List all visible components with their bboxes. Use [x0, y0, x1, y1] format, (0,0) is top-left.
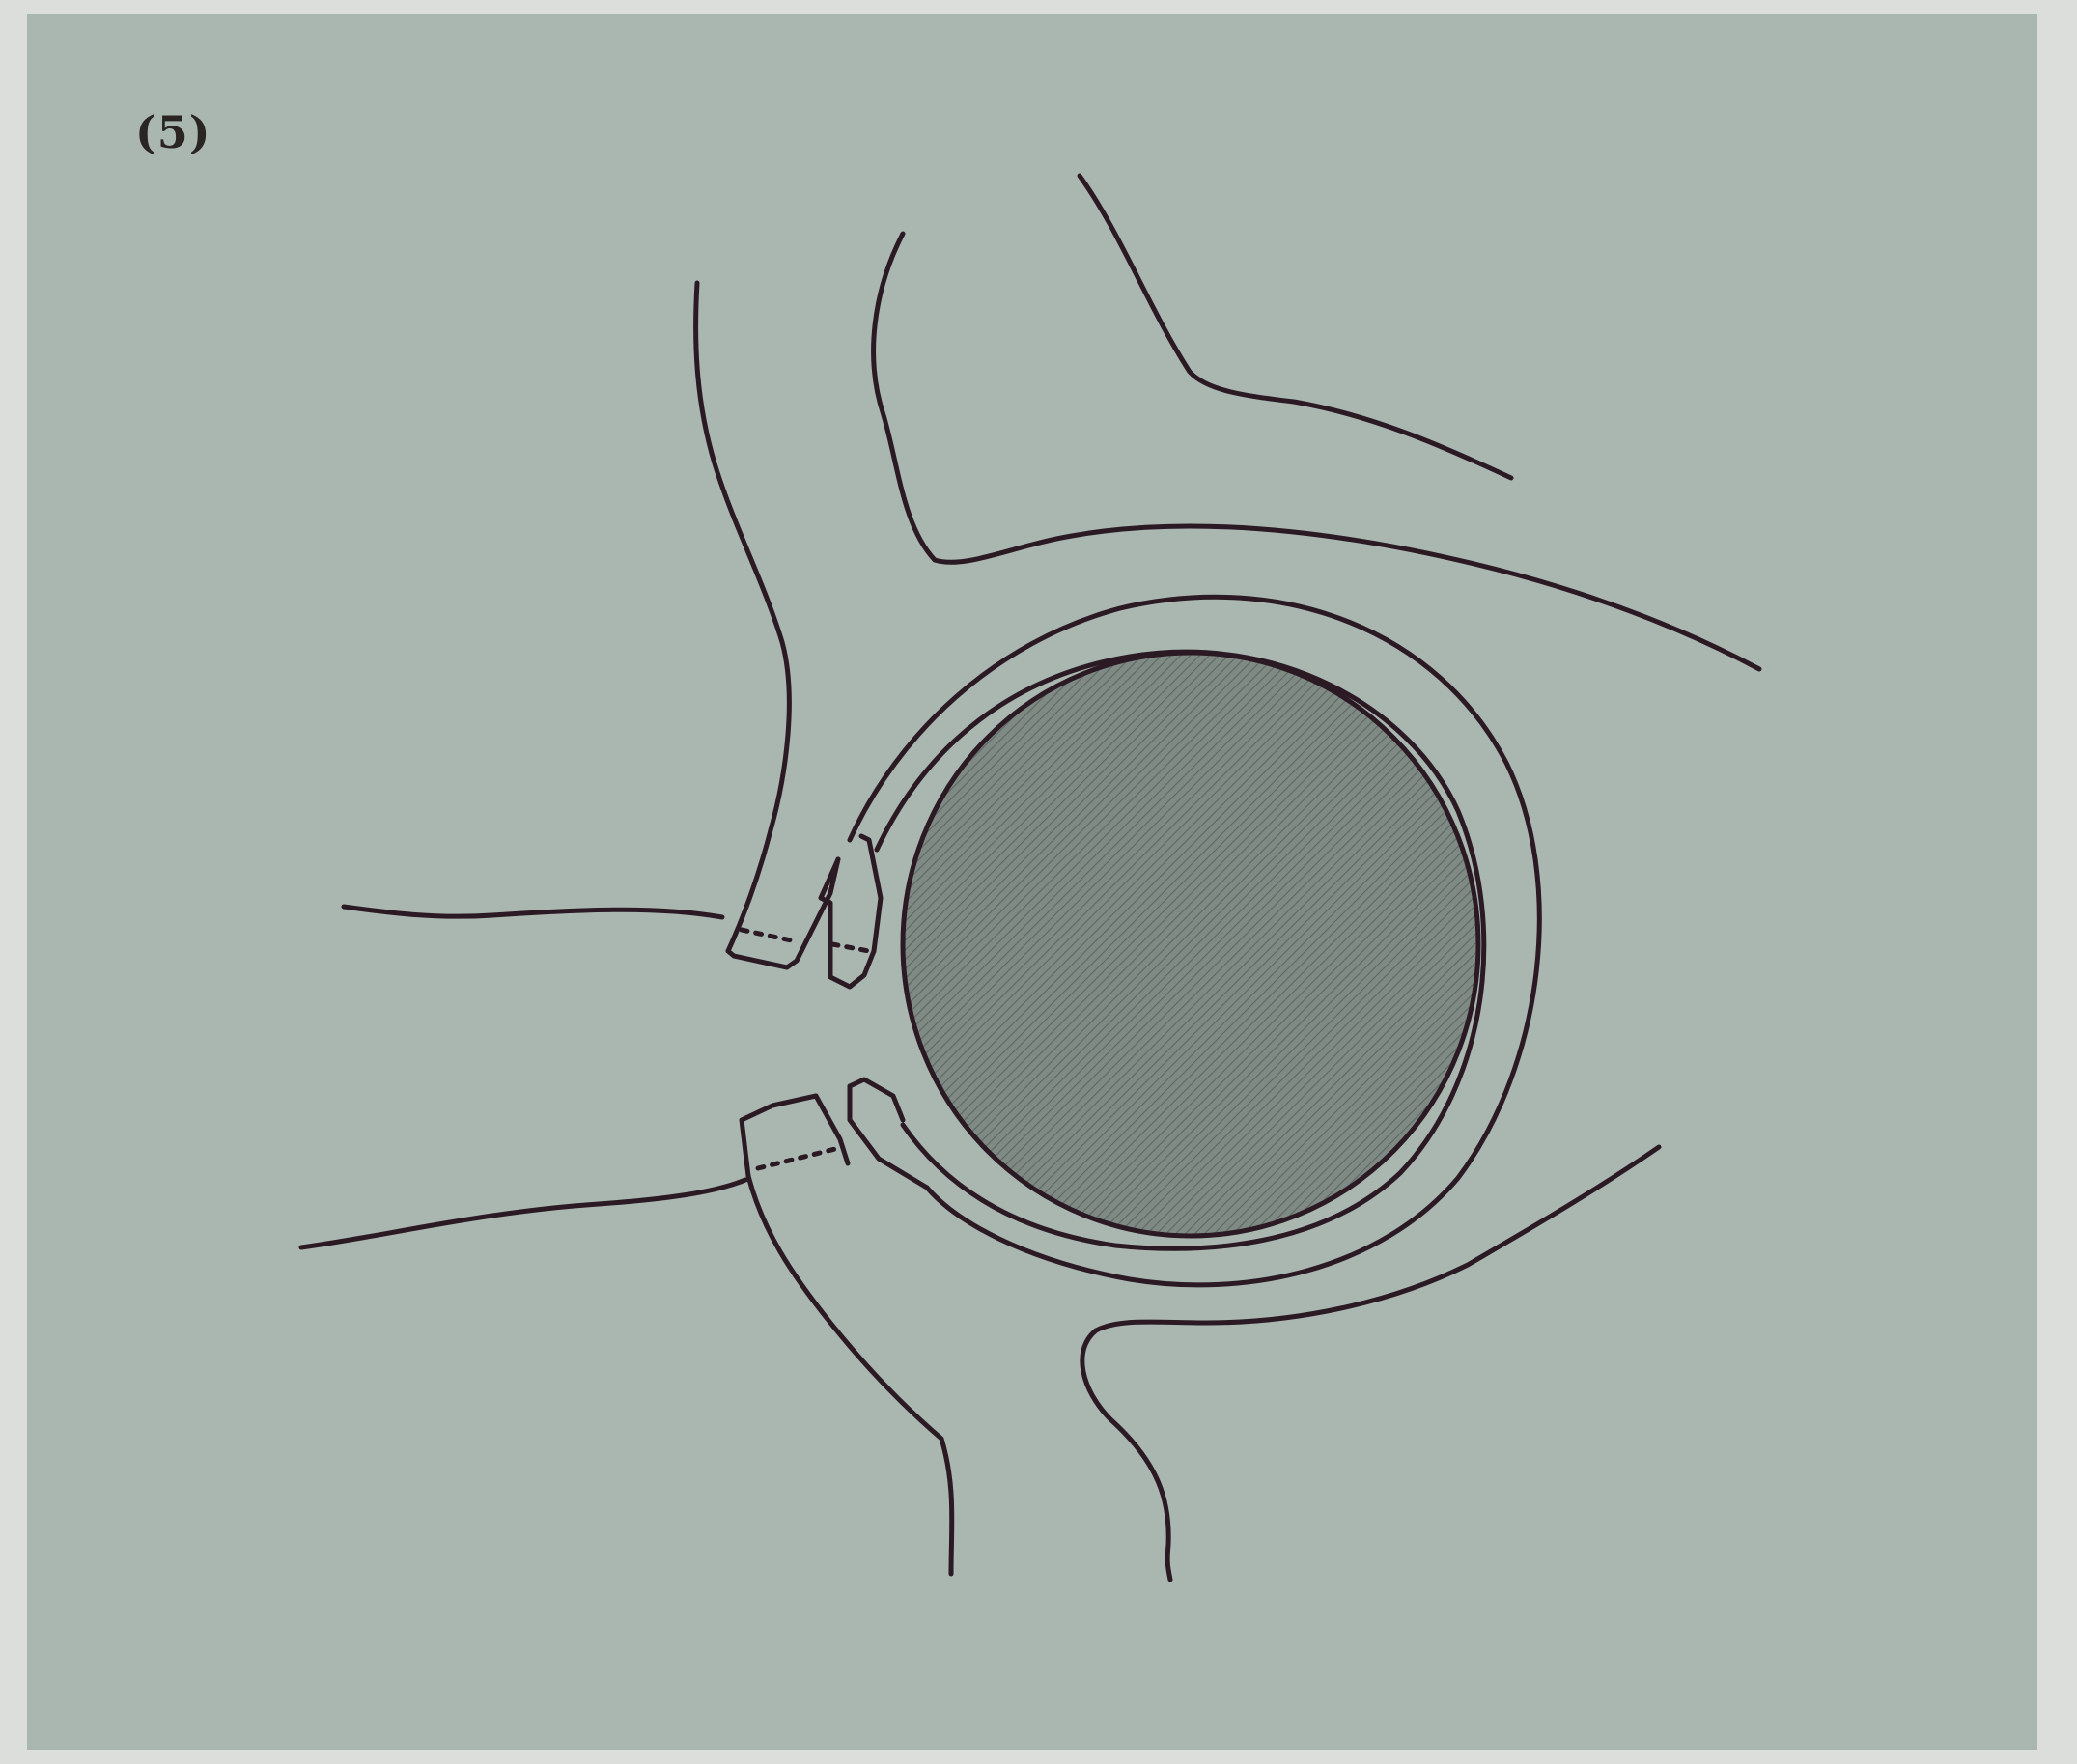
hatched-globe — [903, 653, 1478, 1236]
figure-label: (5) — [135, 106, 211, 158]
